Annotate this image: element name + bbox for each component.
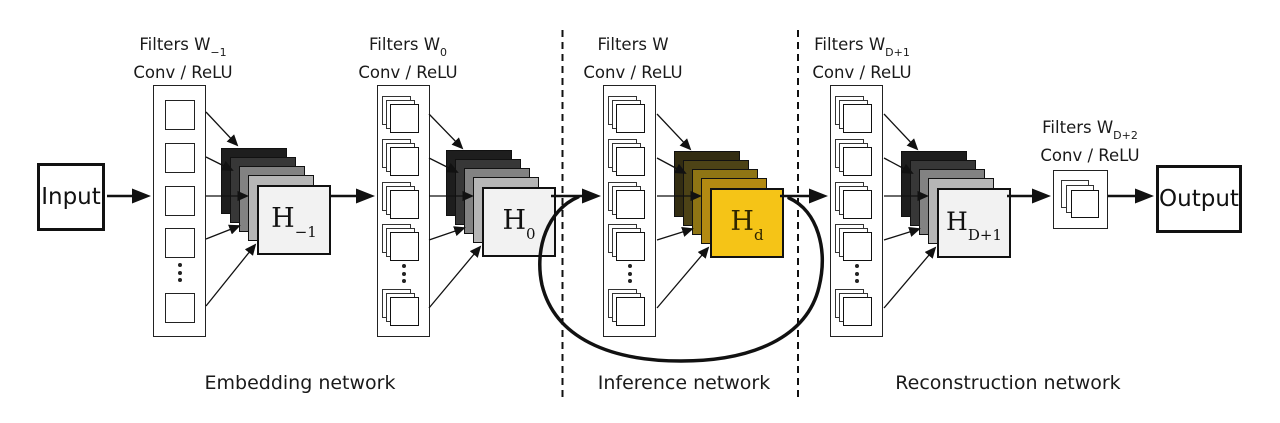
filter-stack-item — [608, 96, 648, 133]
ellipsis-dots — [378, 264, 429, 283]
filters-label-5-line2: Conv / ReLU — [1040, 146, 1140, 166]
section-label-embedding: Embedding network — [204, 372, 396, 394]
filter-square — [165, 100, 195, 130]
feature-map-front: Hd — [710, 188, 784, 258]
filters-label-4: Filters WD+1 Conv / ReLU — [777, 34, 947, 84]
filter-stack-item — [382, 289, 422, 326]
hdplus1-label: HD+1 — [946, 206, 1002, 244]
filters-label-4-line2: Conv / ReLU — [812, 63, 912, 83]
filter-square — [165, 293, 195, 323]
input-box: Input — [37, 163, 105, 231]
filter-stack-item — [835, 182, 875, 219]
filter-stack-item — [382, 139, 422, 176]
feature-map-stack-1: H−1 — [221, 148, 331, 258]
filter-column-2 — [377, 85, 430, 337]
filters-label-1-line2: Conv / ReLU — [133, 63, 233, 83]
filter-stack-item — [608, 182, 648, 219]
filter-stack-item — [608, 139, 648, 176]
filter-stack-item — [608, 289, 648, 326]
feature-map-stack-4: HD+1 — [901, 151, 1011, 261]
filter-stack-item — [835, 289, 875, 326]
filters-label-3-line1: Filters W — [597, 35, 669, 54]
section-label-inference: Inference network — [597, 372, 771, 394]
feature-map-front: H0 — [482, 187, 556, 257]
input-label: Input — [41, 184, 101, 210]
filters-label-2-line1: Filters W0 — [368, 35, 448, 60]
feature-map-front: H−1 — [257, 185, 331, 255]
hd-label: Hd — [730, 205, 764, 245]
filters-label-2-line2: Conv / ReLU — [358, 63, 458, 83]
filters-label-1: Filters W−1 Conv / ReLU — [98, 34, 268, 84]
filter-stack-item — [608, 224, 648, 261]
filters-label-1-line1: Filters W−1 — [139, 35, 227, 60]
filter-stack-item — [835, 96, 875, 133]
feature-map-stack-2: H0 — [446, 150, 556, 260]
output-label: Output — [1159, 186, 1239, 212]
section-label-reconstruction: Reconstruction network — [895, 372, 1121, 394]
filter-stack-item — [382, 224, 422, 261]
ellipsis-dots — [604, 264, 655, 283]
filter-box-5 — [1053, 170, 1108, 229]
feature-map-stack-3: Hd — [674, 151, 784, 261]
filters-label-4-line1: Filters WD+1 — [814, 35, 910, 60]
ellipsis-dots — [154, 263, 205, 282]
filter-stack-item — [835, 224, 875, 261]
filter-column-3 — [603, 85, 656, 337]
filter-square — [165, 186, 195, 216]
ellipsis-dots — [831, 264, 882, 283]
filter-square — [165, 143, 195, 173]
filters-label-5-line1: Filters WD+2 — [1042, 118, 1138, 143]
output-box: Output — [1156, 165, 1242, 233]
feature-map-front: HD+1 — [937, 188, 1011, 258]
filters-label-2: Filters W0 Conv / ReLU — [323, 34, 493, 84]
filters-label-3: Filters W Conv / ReLU — [548, 34, 718, 84]
filter-square — [165, 228, 195, 258]
filter-stack-item — [835, 139, 875, 176]
filter-stack-item — [382, 96, 422, 133]
filters-label-5: Filters WD+2 Conv / ReLU — [1005, 117, 1175, 167]
h0-label: H0 — [502, 204, 536, 244]
filter-column-1 — [153, 85, 206, 337]
filter-column-4 — [830, 85, 883, 337]
h-minus1-label: H−1 — [271, 202, 317, 242]
filter-stack-item — [382, 182, 422, 219]
filters-label-3-line2: Conv / ReLU — [583, 63, 683, 83]
